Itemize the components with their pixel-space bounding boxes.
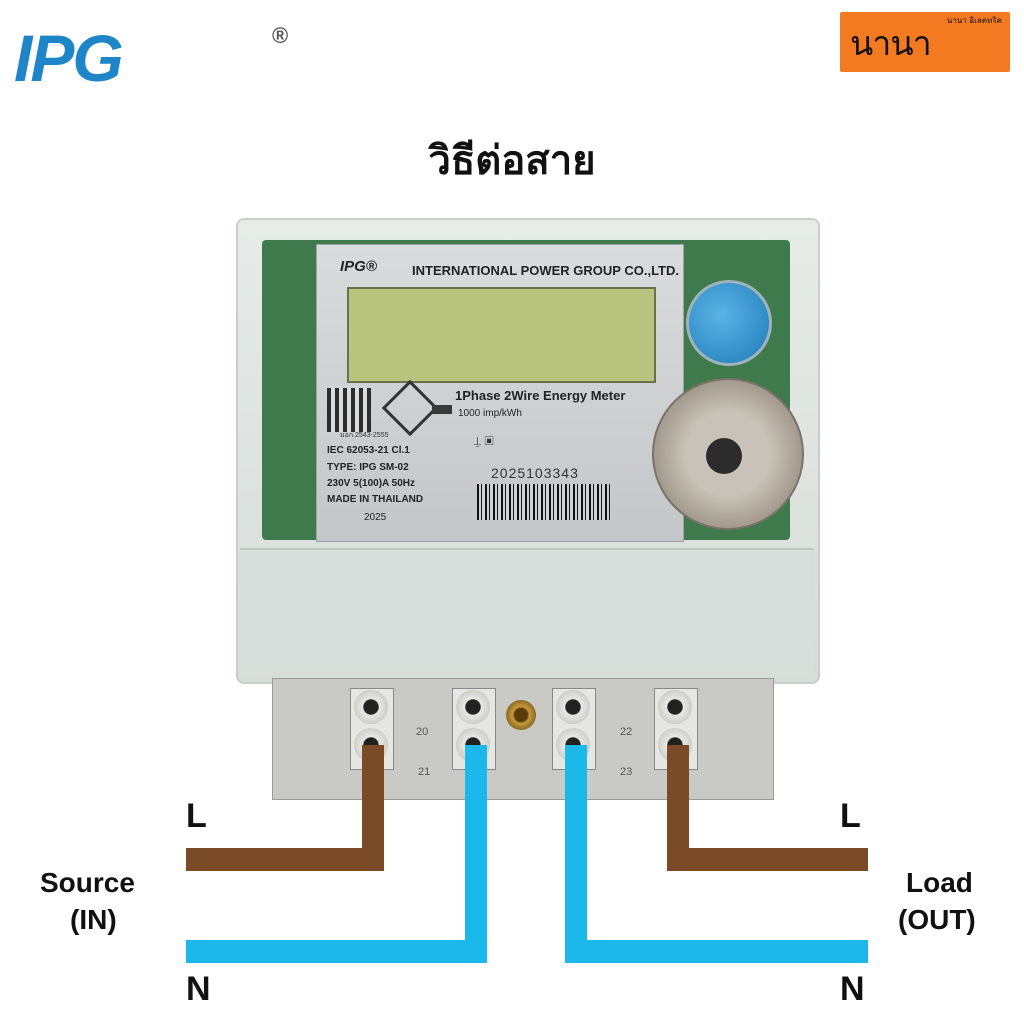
source-neutral-wire <box>465 745 487 963</box>
screw-icon <box>354 690 388 724</box>
standard-mark: มอก.2543-2555 <box>340 432 389 439</box>
load-neutral-label: N <box>840 970 865 1008</box>
source-line-wire <box>186 848 384 871</box>
spec-line: MADE IN THAILAND <box>327 494 424 505</box>
load-line-label: L <box>840 797 861 835</box>
class-symbols: ⍊ ▣ <box>474 434 494 448</box>
source-neutral-label: N <box>186 970 211 1008</box>
screw-icon <box>658 690 692 724</box>
source-line-wire <box>362 745 384 871</box>
source-neutral-wire <box>186 940 487 963</box>
brass-screw-icon <box>506 700 536 730</box>
brand-small-text: นานา อิเลคทริค <box>946 16 1002 25</box>
optical-port-hole <box>706 438 742 474</box>
source-line-label: L <box>186 797 207 835</box>
brand-mark: นานา <box>850 24 932 64</box>
terminal-cover <box>240 548 814 678</box>
spec-line: IEC 62053-21 Cl.1 <box>327 445 410 456</box>
brand-stamp: นานา อิเลคทริค นานา <box>840 12 1010 72</box>
spec-line: 2025 <box>364 512 387 523</box>
source-label: Source <box>40 867 135 898</box>
terminal-number: 23 <box>620 766 633 778</box>
load-line-wire <box>667 848 868 871</box>
load-label: Load <box>906 867 973 898</box>
impulse-rate: 1000 imp/kWh <box>458 408 522 419</box>
pulse-led-icon <box>432 405 452 414</box>
plate-company: INTERNATIONAL POWER GROUP CO.,LTD. <box>412 263 679 278</box>
load-sub-label: (OUT) <box>898 904 976 935</box>
terminal-number: 20 <box>416 726 429 738</box>
load-neutral-wire <box>565 940 868 963</box>
serial-number: 2025103343 <box>491 465 579 481</box>
load-neutral-wire <box>565 745 587 963</box>
terminal-number: 21 <box>418 766 431 778</box>
load-line-wire <box>667 745 689 871</box>
ipg-logo-text: IPG <box>14 21 124 95</box>
registered-mark: ® <box>272 23 288 48</box>
lcd-display <box>347 287 656 383</box>
spec-line: TYPE: IPG SM-02 <box>327 462 409 473</box>
spec-line: 230V 5(100)A 50Hz <box>327 478 416 489</box>
terminal-number: 22 <box>620 726 633 738</box>
blue-button <box>686 280 772 366</box>
model-title: 1Phase 2Wire Energy Meter <box>455 388 626 403</box>
ipg-logo: IPG ® <box>14 18 288 98</box>
screw-icon <box>456 690 490 724</box>
qr-code-icon <box>327 388 371 432</box>
page-title: วิธีต่อสาย <box>428 138 596 184</box>
plate-logo: IPG® <box>340 258 377 275</box>
screw-icon <box>556 690 590 724</box>
source-sub-label: (IN) <box>70 904 117 935</box>
barcode <box>477 484 611 520</box>
terminal-block <box>272 678 774 800</box>
